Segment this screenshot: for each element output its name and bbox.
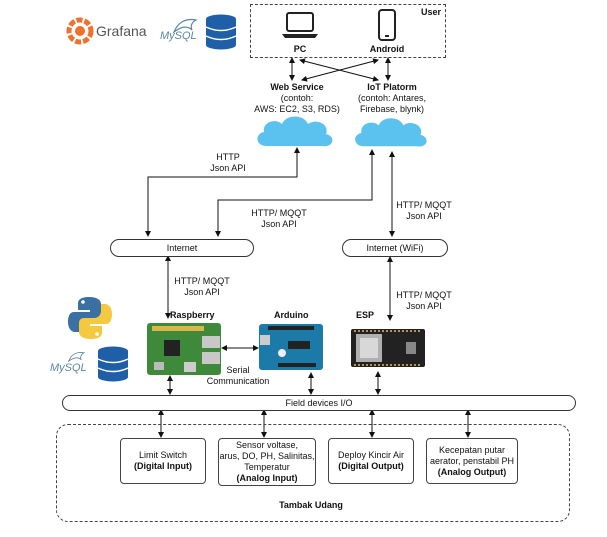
arduino-label: Arduino: [274, 310, 309, 320]
mysql-wordmark-left: MySQL: [50, 362, 87, 374]
web-service-detail: (contoh: AWS: EC2, S3, RDS): [254, 93, 340, 114]
database-icon: [205, 14, 237, 50]
card-4-type: (Analog Output): [437, 466, 507, 477]
tambak-udang-area: [56, 424, 570, 522]
internet-wifi-label: Internet (WiFi): [366, 243, 424, 253]
http-mqqt-mid-label: HTTP/ MQQT Json API: [251, 208, 307, 229]
web-service-cloud-icon: [257, 116, 333, 147]
http-mqqt-left-bottom-label: HTTP/ MQQT Json API: [174, 276, 230, 297]
raspberry-label: Raspberry: [170, 310, 215, 320]
user-group-box: [250, 4, 446, 58]
android-web-cross-arrow: [301, 58, 379, 82]
card-1-type: (Digital Input): [134, 461, 192, 471]
card-4-text: Kecepatan putar aerator, penstabil PH: [429, 444, 515, 466]
web-service-title: Web Service: [270, 82, 324, 92]
pc-label: PC: [293, 44, 307, 54]
mysql-dolphin-icon-left: [67, 352, 86, 363]
python-logo-icon: [68, 297, 112, 339]
field-devices-label: Field devices I/O: [285, 398, 353, 408]
database-icon-left: [97, 346, 129, 382]
http-json-label: HTTP Json API: [210, 152, 246, 173]
card-2-text: Sensor voltase, arus, DO, PH, Salinitas,…: [219, 440, 315, 472]
mysql-wordmark-top: MySQL: [160, 30, 197, 42]
http-mqqt-right-bottom-label: HTTP/ MQQT Json API: [396, 290, 452, 311]
card-2-type: (Analog Input): [236, 473, 298, 483]
field-devices-bus: Field devices I/O: [62, 395, 576, 411]
card-1-text: Limit Switch: [138, 450, 187, 460]
sensor-card: Sensor voltase, arus, DO, PH, Salinitas,…: [218, 438, 316, 486]
laptop-icon: [282, 12, 318, 38]
aerator-card: Kecepatan putar aerator, penstabil PH (A…: [426, 438, 518, 484]
esp-board-icon: [351, 329, 425, 367]
http-mqqt-right-top-label: HTTP/ MQQT Json API: [396, 200, 452, 221]
kincir-air-card: Deploy Kincir Air (Digital Output): [328, 438, 414, 484]
limit-switch-card: Limit Switch (Digital Input): [120, 438, 206, 484]
card-3-type: (Digital Output): [338, 461, 404, 471]
grafana-logo-icon: [66, 17, 94, 45]
internet-label: Internet: [166, 243, 198, 253]
user-box-title: User: [420, 7, 441, 17]
iot-to-internet-line: [215, 149, 375, 237]
android-label: Android: [369, 44, 405, 54]
grafana-wordmark: Grafana: [96, 23, 147, 39]
iot-platform-detail: (contoh: Antares, Firebase, blynk): [357, 93, 427, 114]
smartphone-icon: [378, 9, 396, 41]
card-3-text: Deploy Kincir Air: [337, 450, 405, 460]
iot-platform-cloud-icon: [355, 118, 427, 147]
esp-label: ESP: [356, 310, 375, 320]
arduino-board-icon: [259, 324, 323, 370]
raspberry-pi-board-icon: [147, 323, 221, 375]
iot-platform-title: IoT Platorm: [367, 82, 417, 92]
internet-node: Internet: [110, 239, 254, 257]
internet-wifi-node: Internet (WiFi): [342, 239, 448, 257]
serial-communication-label: Serial Communication: [206, 365, 270, 386]
mysql-dolphin-icon: [172, 18, 198, 34]
tambak-udang-title: Tambak Udang: [279, 500, 343, 510]
